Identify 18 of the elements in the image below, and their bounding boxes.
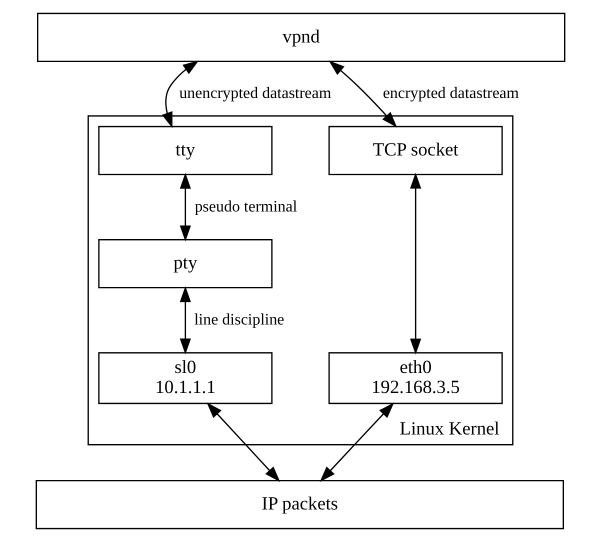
node-box: pty xyxy=(98,239,272,288)
arrow xyxy=(328,60,397,128)
edge-label: pseudo terminal xyxy=(194,198,297,216)
arrow xyxy=(161,60,198,128)
node-box: eth0 192.168.3.5 xyxy=(328,352,502,404)
arrow xyxy=(410,172,421,355)
edge-label: unencrypted datastream xyxy=(178,85,331,102)
edge-label: encrypted datastream xyxy=(382,85,518,102)
node-box: vpnd xyxy=(36,12,565,62)
node-box: sl0 10.1.1.1 xyxy=(98,352,272,404)
arrow xyxy=(319,402,394,482)
arrow xyxy=(179,172,190,242)
arrow xyxy=(179,286,190,355)
node-box: IP packets xyxy=(35,480,564,530)
node-box: TCP socket xyxy=(328,126,502,176)
edge-label: line discipline xyxy=(194,311,284,328)
arrow xyxy=(206,402,280,482)
node-box: tty xyxy=(98,126,272,176)
